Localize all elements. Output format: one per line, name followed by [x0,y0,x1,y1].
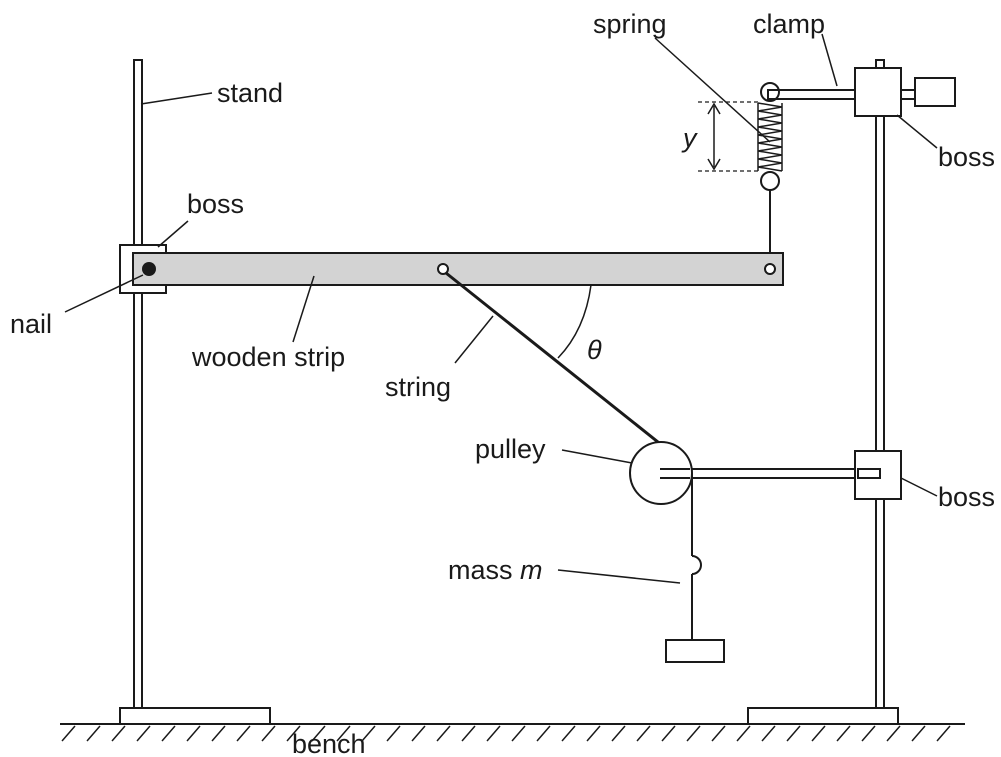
mass-hook [691,555,702,575]
y-arrow-up [707,102,721,115]
bench-label: bench [292,729,366,757]
left-stand-rod [133,59,143,709]
clamp-label: clamp [753,9,825,39]
mass-label-symbol: m [520,555,543,585]
mass-block [665,639,725,663]
spring-bottom-loop [760,171,780,191]
strip-hole-middle [437,263,449,275]
bench-hatching [61,725,951,742]
right-stand-base [747,707,899,725]
string-label: string [385,372,451,402]
pulley-assembly [629,441,902,505]
leader-lines [64,33,938,584]
mass-label-prefix: mass [448,555,520,585]
y-arrow-down [707,158,721,171]
wooden-strip [119,244,784,294]
left-stand-base [119,707,271,725]
nail [142,262,156,276]
mass-label: mass m [448,555,543,585]
left-stand [119,59,271,725]
clamp-arm [767,89,859,100]
strip-hole-end [764,263,776,275]
boss-top-right-label: boss [938,142,995,172]
spring [757,82,783,262]
theta-label: θ [587,335,602,365]
clamp [767,67,956,117]
stand-label: stand [217,78,283,108]
boss-middle-right-label: boss [938,482,995,512]
spring-top-loop [760,82,780,102]
pulley-label: pulley [475,434,546,464]
boss-top-right [854,67,902,117]
right-stand-rod [875,59,885,709]
spring-label: spring [593,9,667,39]
wooden-strip-label: wooden strip [191,342,345,372]
bench [60,723,965,742]
wooden-strip-bar [132,252,784,286]
boss-left-label: boss [187,189,244,219]
string [445,271,679,460]
hanging-mass [665,473,725,663]
theta-arc [557,284,592,359]
nail-label: nail [10,309,52,339]
y-label: y [681,123,698,153]
spring-coils [757,102,783,172]
y-dimension [698,101,760,172]
right-stand [747,59,899,725]
clamp-knob [914,77,956,107]
